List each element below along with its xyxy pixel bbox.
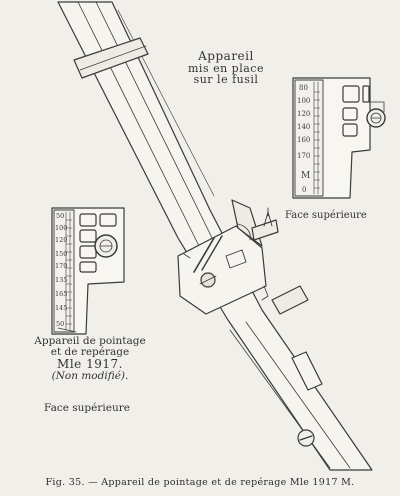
left-face-label: Face supérieure (44, 402, 130, 414)
left-label-line-2: et de repérage (50, 346, 130, 359)
note-label: (Non modifié). (51, 369, 129, 382)
scale-tick: 135 (55, 276, 67, 284)
scale-tick: 120 (55, 236, 67, 244)
scale-tick: 160 (297, 136, 310, 144)
scale-tick: 165 (55, 290, 67, 298)
scale-tick: 170 (55, 262, 67, 270)
scale-tick: 100 (55, 224, 67, 232)
scale-tick: 50 (56, 320, 64, 328)
title-line-2: mis en place (188, 61, 264, 75)
left-panel-label: Appareil de pointage et de repérage Mle … (34, 335, 146, 382)
rifle-stock (57, 1, 373, 471)
scale-tick: 0 (302, 186, 306, 194)
barrel-band (73, 37, 149, 79)
model-label: Mle 1917. (57, 357, 123, 372)
mounted-device (177, 199, 279, 315)
title-label: Appareil mis en place sur le fusil (176, 50, 276, 86)
top-right-face-label: Face supérieure (285, 210, 367, 221)
scale-tick: 120 (297, 110, 310, 118)
left-label-line-1: Appareil de pointage (34, 335, 146, 347)
scale-tick: 170 (297, 152, 310, 160)
scale-tick: 80 (299, 84, 308, 92)
scale-tick: 150 (55, 250, 67, 258)
lower-band (271, 285, 309, 315)
stock-screw (297, 429, 315, 447)
scale-tick: 100 (297, 97, 310, 105)
left-panel (51, 207, 125, 335)
stock-slot (291, 351, 323, 391)
title-line-1: Appareil (198, 49, 254, 63)
title-line-3: sur le fusil (193, 73, 259, 87)
scale-tick: 145 (55, 304, 67, 312)
top-right-panel (292, 77, 386, 199)
scale-tick: 50 (56, 212, 64, 220)
figure-caption: Fig. 35. — Appareil de pointage et de re… (45, 477, 355, 488)
scale-tick: M (301, 171, 310, 181)
scale-tick: 140 (297, 123, 310, 131)
